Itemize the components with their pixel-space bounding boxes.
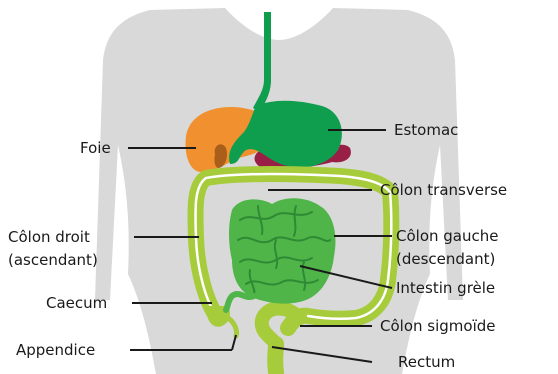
label-caecum: Caecum: [46, 294, 107, 312]
label-colon-gauche-line1: Côlon gauche: [396, 227, 498, 245]
label-estomac: Estomac: [394, 121, 458, 139]
label-foie: Foie: [80, 139, 111, 157]
label-rectum: Rectum: [398, 353, 455, 371]
label-colon-sigmoide: Côlon sigmoïde: [380, 317, 495, 335]
label-intestin-grele: Intestin grèle: [396, 279, 495, 297]
label-appendice: Appendice: [16, 341, 95, 359]
label-colon-transverse: Côlon transverse: [380, 181, 507, 199]
label-colon-droit-line2: (ascendant): [8, 251, 98, 269]
label-colon-droit-line1: Côlon droit: [8, 228, 90, 246]
label-colon-gauche-line2: (descendant): [396, 250, 495, 268]
